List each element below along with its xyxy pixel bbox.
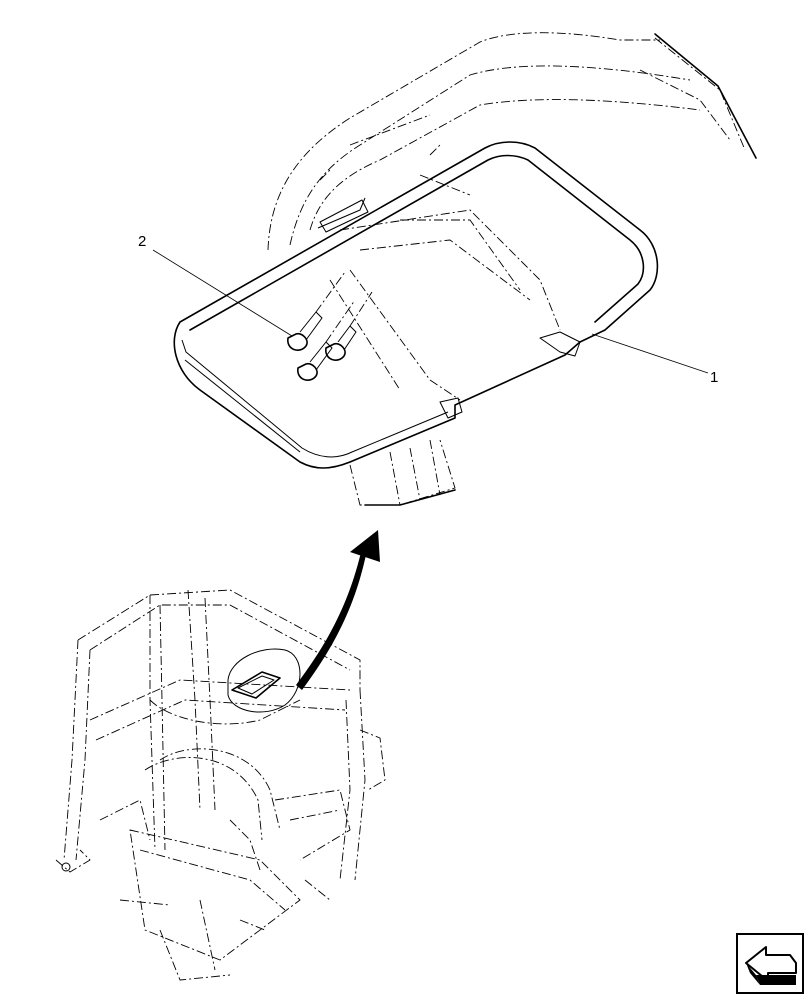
part-2-screws [287, 271, 373, 381]
callout-2: 2 [138, 233, 293, 337]
navigation-arrow-button[interactable] [736, 933, 804, 994]
screw-2 [297, 299, 356, 381]
curved-arrow-icon [296, 530, 380, 690]
screw-1 [287, 271, 346, 351]
callout-number-1: 1 [710, 369, 718, 386]
part-1-lens-frame [173, 141, 659, 506]
arrow-left-icon [745, 946, 797, 985]
callout-number-2: 2 [138, 233, 146, 250]
cab-roof-outline [267, 32, 757, 401]
cab-frame-overview [55, 589, 386, 981]
screw-3 [325, 291, 373, 361]
callout-1: 1 [591, 333, 718, 386]
